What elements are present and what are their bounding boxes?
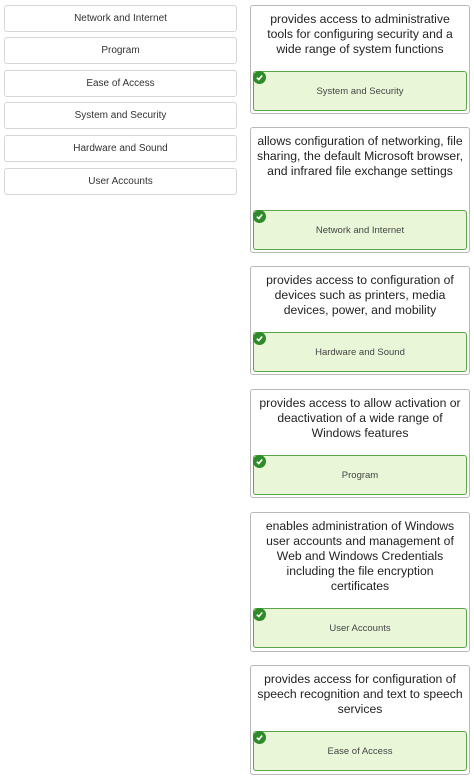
option-label: Ease of Access <box>86 78 155 89</box>
target-card: provides access to configuration of devi… <box>250 266 470 375</box>
target-card: provides access to administrative tools … <box>250 5 470 114</box>
option-label: Program <box>101 45 140 56</box>
target-description: provides access to administrative tools … <box>267 12 453 56</box>
answer-dropzone[interactable]: Ease of Access <box>253 731 467 771</box>
target-description: provides access for configuration of spe… <box>257 672 463 716</box>
answer-label: Program <box>341 469 379 481</box>
target-description: allows configuration of networking, file… <box>257 134 463 178</box>
option-network-and-internet[interactable]: Network and Internet <box>4 5 237 32</box>
target-card: provides access to allow activation or d… <box>250 389 470 498</box>
answer-dropzone[interactable]: Program <box>253 455 467 495</box>
option-ease-of-access[interactable]: Ease of Access <box>4 70 237 97</box>
answer-label: Hardware and Sound <box>315 346 405 358</box>
target-card: allows configuration of networking, file… <box>250 127 470 253</box>
option-system-and-security[interactable]: System and Security <box>4 102 237 129</box>
target-description: enables administration of Windows user a… <box>265 519 455 593</box>
check-circle-icon <box>253 731 266 744</box>
option-hardware-and-sound[interactable]: Hardware and Sound <box>4 135 237 162</box>
option-label: User Accounts <box>88 176 153 187</box>
answer-label: User Accounts <box>329 622 391 634</box>
target-description: provides access to configuration of devi… <box>266 273 454 317</box>
answer-dropzone[interactable]: System and Security <box>253 71 467 111</box>
target-description: provides access to allow activation or d… <box>259 396 461 440</box>
option-label: Network and Internet <box>74 13 167 24</box>
answer-label: Ease of Access <box>327 745 393 757</box>
option-user-accounts[interactable]: User Accounts <box>4 168 237 195</box>
check-circle-icon <box>253 332 266 345</box>
answer-dropzone[interactable]: Network and Internet <box>253 210 467 250</box>
option-program[interactable]: Program <box>4 37 237 64</box>
check-circle-icon <box>253 71 266 84</box>
answer-dropzone[interactable]: Hardware and Sound <box>253 332 467 372</box>
option-label: System and Security <box>74 110 167 121</box>
option-label: Hardware and Sound <box>73 143 168 154</box>
check-circle-icon <box>253 210 266 223</box>
answer-dropzone[interactable]: User Accounts <box>253 608 467 648</box>
check-circle-icon <box>253 608 266 621</box>
target-card: enables administration of Windows user a… <box>250 512 470 652</box>
check-circle-icon <box>253 455 266 468</box>
answer-label: Network and Internet <box>315 224 405 236</box>
answer-label: System and Security <box>316 85 404 97</box>
target-card: provides access for configuration of spe… <box>250 665 470 775</box>
